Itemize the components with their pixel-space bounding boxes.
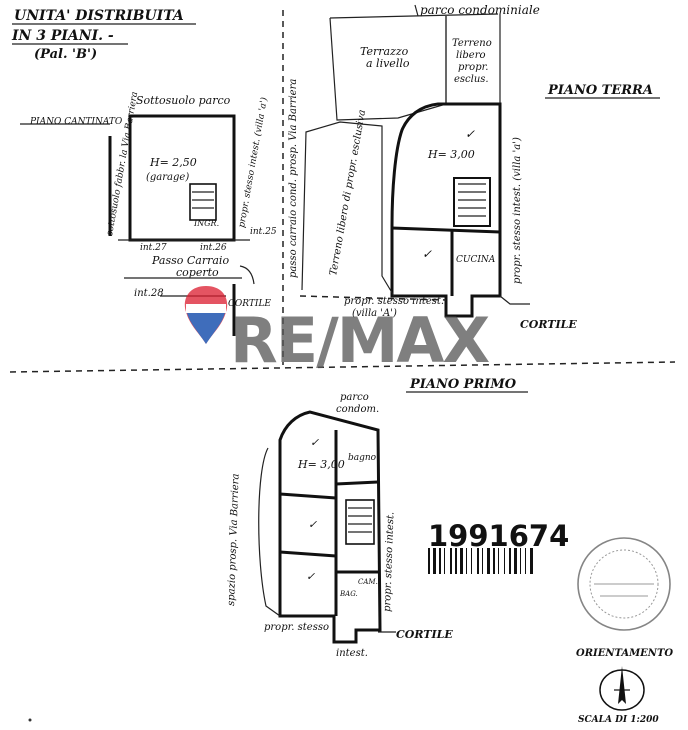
label-cortile-terra: CORTILE xyxy=(520,318,577,331)
remax-watermark: RE/MAX xyxy=(184,286,491,377)
label-int26: int.26 xyxy=(200,243,227,253)
label-parco-condom-2: condom. xyxy=(336,404,379,415)
divider-horizontal xyxy=(9,361,676,373)
tick-1: ✓ xyxy=(465,127,475,141)
label-propr-stesso-primo: propr. stesso xyxy=(264,622,329,633)
label-garage: (garage) xyxy=(146,172,189,183)
label-sottosuolo: Sottosuolo parco xyxy=(136,94,231,107)
label-terreno-propr: Terreno libero di propr. esclusiva xyxy=(328,109,368,277)
label-h300-primo: H= 3,00 xyxy=(297,458,345,471)
tick-4: ✓ xyxy=(308,518,318,531)
label-vert-spazio: spazio prosp. Via Barriera xyxy=(226,473,242,606)
label-int25: int.25 xyxy=(250,227,277,237)
balloon-icon xyxy=(184,286,228,344)
label-scala: SCALA DI 1:200 xyxy=(578,715,659,725)
label-vert-propr-terra: propr. stesso intest. (villa 'a') xyxy=(512,137,523,284)
label-propr-stesso-terra-1: propr. stesso intest. xyxy=(344,296,444,307)
title-line-3: (Pal. 'B') xyxy=(34,47,97,62)
label-cortile-primo: CORTILE xyxy=(396,628,453,641)
label-int27: int.27 xyxy=(140,243,167,253)
label-terrazzo-2: a livello xyxy=(366,57,410,70)
label-cortile-cantinato: CORTILE xyxy=(228,299,271,309)
first-floor-walls xyxy=(278,410,382,644)
label-cucina: CUCINA xyxy=(456,255,496,265)
label-piano-terra: PIANO TERRA xyxy=(547,83,653,98)
label-terreno-libero-4: esclus. xyxy=(454,74,489,85)
label-ingr: INGR. xyxy=(193,219,219,228)
label-h300-terra: H= 3,00 xyxy=(427,148,475,161)
label-passo-carraio-1: Passo Carraio xyxy=(151,254,229,267)
tick-5: ✓ xyxy=(306,570,316,583)
ground-floor-walls xyxy=(390,102,502,318)
north-arrow-icon xyxy=(599,666,645,711)
tick-3: ✓ xyxy=(310,436,320,449)
label-terreno-libero-3: propr. xyxy=(458,62,488,73)
label-orientamento: ORIENTAMENTO xyxy=(576,648,673,659)
stamp-number: 1991674 xyxy=(428,519,569,553)
label-parco-condom-1: parco xyxy=(340,392,369,403)
label-passo-carraio-2: coperto xyxy=(176,266,219,279)
label-camera: CAM. xyxy=(358,578,378,586)
round-stamp xyxy=(577,537,671,631)
label-int28: int.28 xyxy=(134,288,164,299)
barcode xyxy=(428,548,533,574)
label-bagno: bagno xyxy=(348,453,377,463)
label-h250: H= 2,50 xyxy=(149,156,197,169)
label-piano-cantinato: PIANO CANTINATO xyxy=(29,117,123,127)
title-line-1: UNITA' DISTRIBUITA xyxy=(14,8,184,24)
label-terreno-libero-1: Terreno xyxy=(452,38,492,49)
label-bagno-small: BAG. xyxy=(339,590,358,598)
title-line-2: IN 3 PIANI. - xyxy=(11,28,114,44)
label-terrazzo-1: Terrazzo xyxy=(360,45,409,58)
tick-2: ✓ xyxy=(422,247,432,261)
label-intest: intest. xyxy=(336,648,368,659)
label-vert-propr-villa: propr. stesso intest. (villa 'a') xyxy=(236,96,270,229)
label-parco-condominiale: parco condominiale xyxy=(420,3,540,17)
label-vert-propr-primo: propr. stesso intest. xyxy=(382,512,396,612)
label-vert-passo: passo carraio cond. prosp. Via Barriera xyxy=(288,79,299,278)
label-propr-stesso-terra-2: (villa 'A') xyxy=(352,308,397,319)
label-terreno-libero-2: libero xyxy=(456,50,486,61)
label-piano-primo: PIANO PRIMO xyxy=(409,377,517,392)
watermark-text: RE/MAX xyxy=(230,304,489,377)
